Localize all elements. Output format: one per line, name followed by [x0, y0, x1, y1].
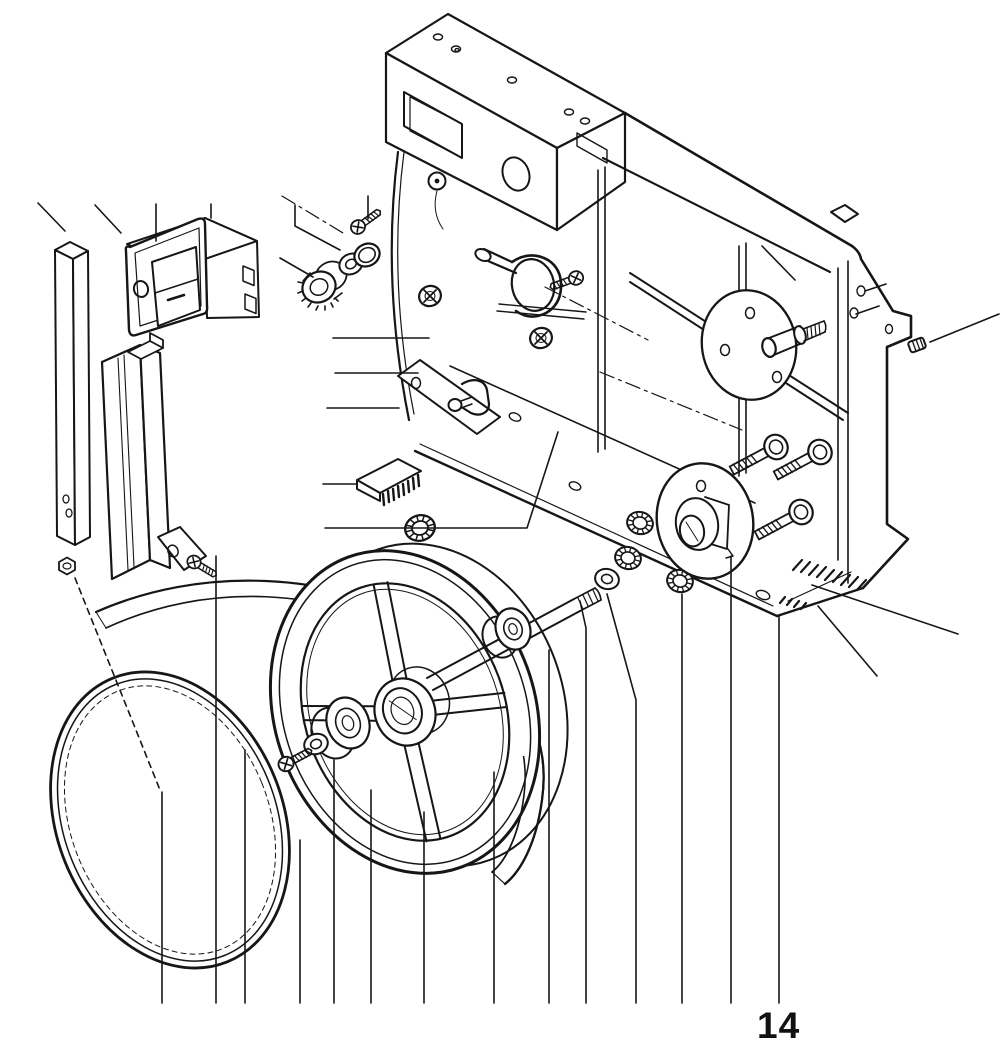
base-holes	[508, 412, 771, 601]
channel-bracket	[100, 332, 172, 581]
knurled-knob-assembly	[297, 204, 386, 311]
knurling	[297, 281, 339, 311]
center-axis-lines	[281, 195, 743, 431]
axle-threads	[573, 587, 602, 612]
clip-bolt	[447, 398, 463, 412]
belt-front-wrap	[491, 756, 545, 886]
base-foot-serration	[778, 558, 868, 611]
flange-plate	[700, 289, 827, 401]
saw-frame-body	[384, 12, 913, 618]
column-holes	[849, 285, 894, 335]
knob-screw	[347, 204, 386, 238]
hub-bearing-assembly	[274, 696, 371, 775]
mounting-plate-with-clip	[397, 359, 501, 435]
motor-flange	[655, 462, 755, 580]
brush-bristles	[381, 473, 421, 507]
leader-lines	[37, 195, 1000, 1004]
axle-shaft	[426, 587, 602, 691]
pivot-hole	[427, 171, 447, 191]
round-hole	[501, 156, 531, 192]
hex-nut	[58, 556, 76, 576]
tire-ring	[49, 670, 291, 970]
pivot-bracket	[157, 526, 221, 582]
frame-beam-and-column	[601, 111, 913, 590]
axle-bearing	[481, 607, 532, 659]
blade-clamp	[474, 247, 586, 318]
switch-hole	[132, 280, 150, 298]
grub-screw	[907, 336, 927, 354]
power-rocker-switch	[124, 217, 260, 337]
frame-head-box	[384, 12, 627, 232]
figure-label: 14	[757, 1005, 800, 1043]
shoulder-bolt	[761, 320, 827, 358]
carbon-brush	[356, 458, 422, 507]
frame-pan-screws	[418, 284, 553, 350]
drive-wheel	[268, 542, 569, 875]
support-post	[54, 241, 91, 546]
spring-clip	[460, 379, 491, 416]
